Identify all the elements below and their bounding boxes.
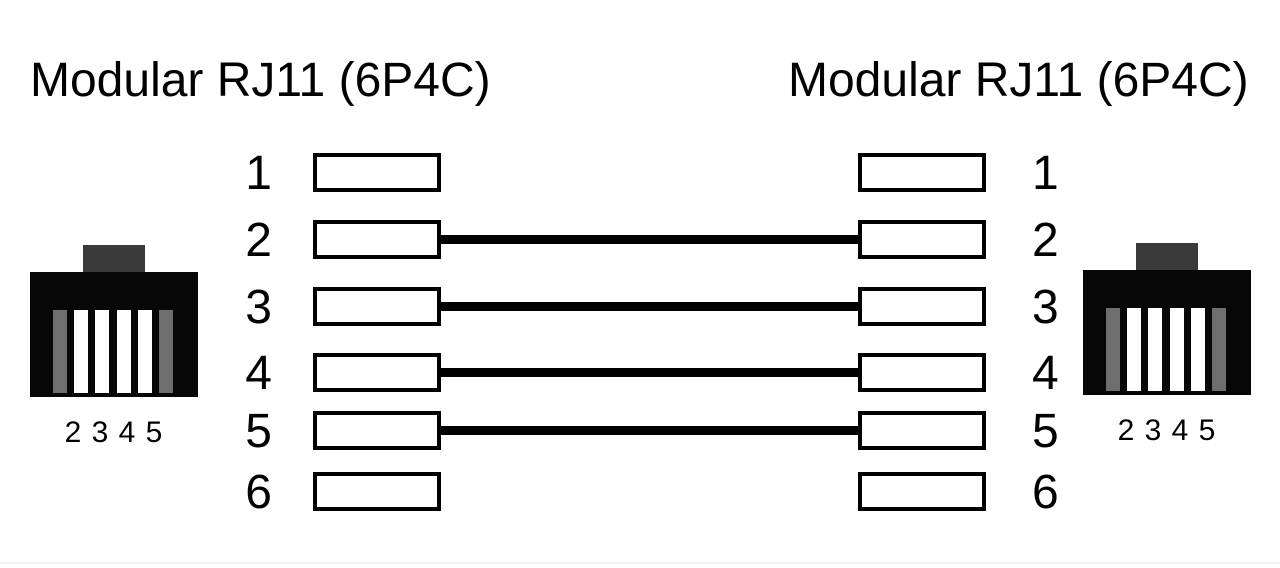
connector-slot (117, 310, 131, 393)
pin-row: 5 5 (0, 405, 1280, 458)
right-pin-box (858, 153, 986, 192)
connector-slot-unused (53, 310, 67, 393)
right-pin-box (858, 472, 986, 511)
wire (437, 302, 861, 311)
pin-row: 4 4 (0, 347, 1280, 400)
right-connector-title: Modular RJ11 (6P4C) (788, 54, 1249, 107)
left-pin-number: 2 (245, 214, 272, 267)
pin-row: 3 3 (0, 281, 1280, 334)
right-pin-number: 5 (1032, 405, 1059, 458)
left-pin-number: 1 (245, 147, 272, 200)
connector-slot (74, 310, 88, 393)
left-pin-box (313, 353, 441, 392)
connector-slot-unused (1106, 308, 1120, 391)
left-pin-number: 6 (245, 466, 272, 519)
connector-body (30, 272, 198, 397)
connector-body (1083, 270, 1251, 395)
connector-slot-unused (1212, 308, 1226, 391)
connector-slot (1191, 308, 1205, 391)
pin-row: 6 6 (0, 466, 1280, 519)
right-pin-number: 2 (1032, 214, 1059, 267)
left-pin-number: 4 (245, 347, 272, 400)
connector-tab (83, 245, 145, 272)
right-pin-number: 4 (1032, 347, 1059, 400)
connector-slot (1170, 308, 1184, 391)
connector-slot (95, 310, 109, 393)
right-rj11-connector-icon: 2 3 4 5 (1083, 243, 1251, 448)
right-pin-box (858, 287, 986, 326)
connector-slot (1148, 308, 1162, 391)
connector-tab (1136, 243, 1198, 270)
right-pin-box (858, 220, 986, 259)
left-pin-box (313, 220, 441, 259)
left-pin-number: 3 (245, 281, 272, 334)
right-pin-number: 6 (1032, 466, 1059, 519)
left-pin-box (313, 287, 441, 326)
right-pin-number: 1 (1032, 147, 1059, 200)
bottom-divider-line (0, 562, 1280, 564)
connector-slot (1127, 308, 1141, 391)
right-pin-box (858, 411, 986, 450)
left-pin-box (313, 411, 441, 450)
left-rj11-connector-icon: 2 3 4 5 (30, 245, 198, 450)
connector-slot-unused (159, 310, 173, 393)
left-connector-pin-label: 2 3 4 5 (64, 416, 164, 449)
left-pin-number: 5 (245, 405, 272, 458)
right-pin-box (858, 353, 986, 392)
wire (437, 426, 861, 435)
pin-row: 1 1 (0, 147, 1280, 200)
left-pin-box (313, 153, 441, 192)
left-pin-box (313, 472, 441, 511)
connector-slot (138, 310, 152, 393)
right-pin-number: 3 (1032, 281, 1059, 334)
right-connector-pin-label: 2 3 4 5 (1117, 414, 1217, 447)
wire (437, 235, 861, 244)
pin-row: 2 2 (0, 214, 1280, 267)
left-connector-title: Modular RJ11 (6P4C) (30, 54, 491, 107)
wire (437, 368, 861, 377)
